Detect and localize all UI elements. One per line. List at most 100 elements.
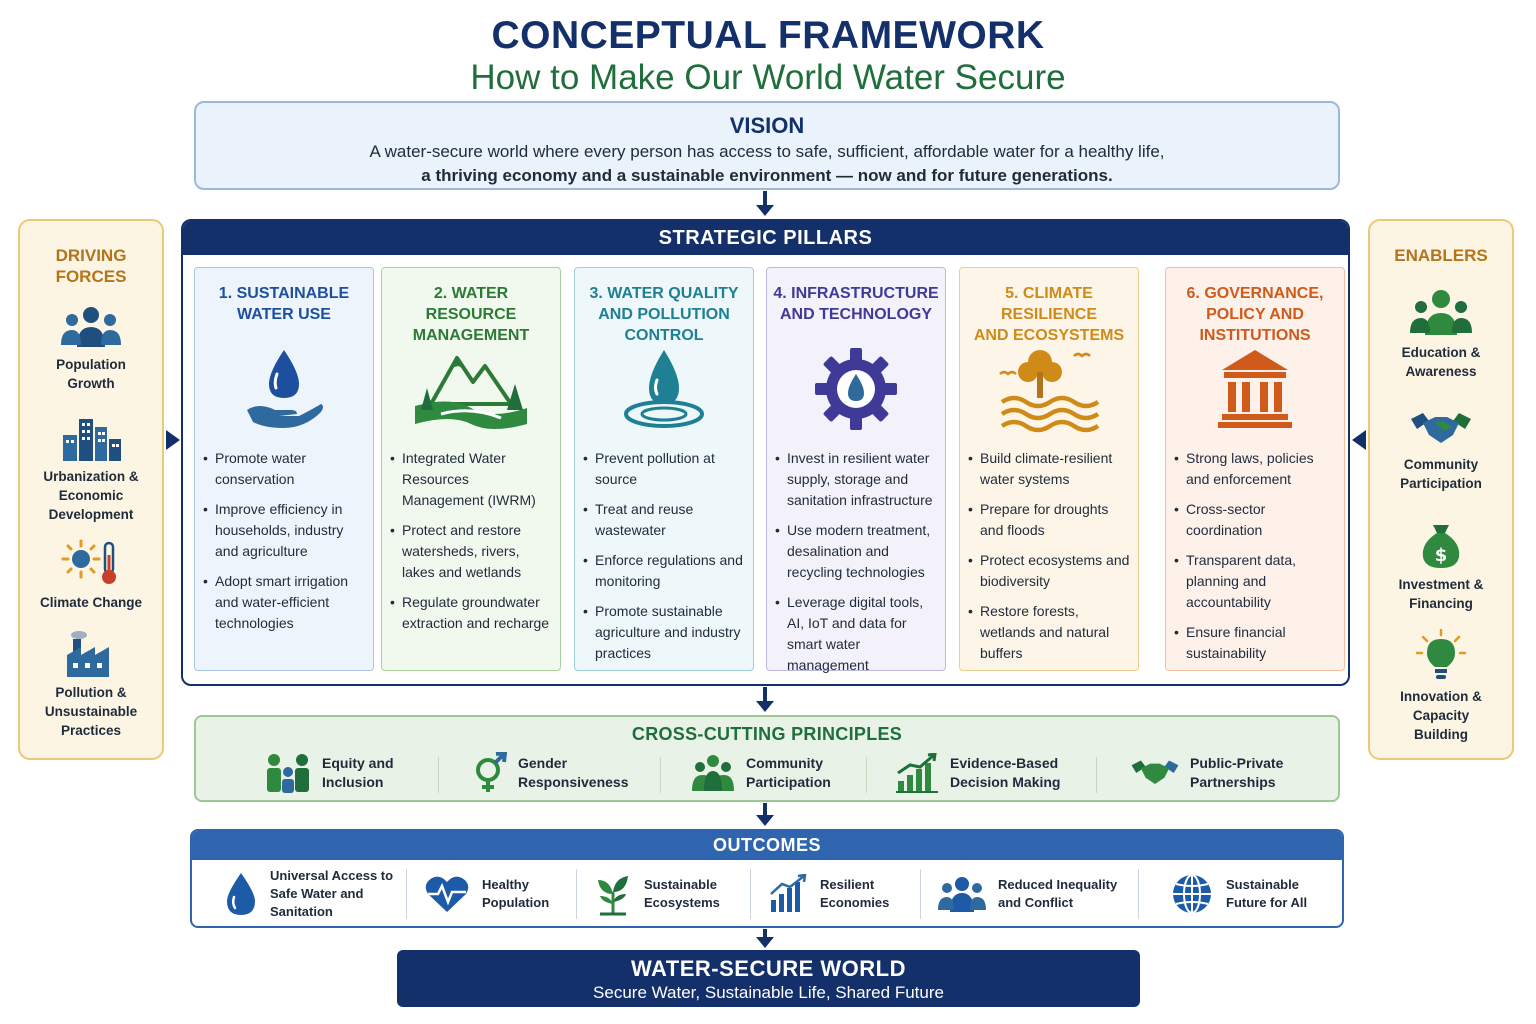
bar-chart-icon	[896, 753, 938, 793]
final-title: WATER-SECURE WORLD	[630, 956, 907, 981]
connector-line	[763, 929, 767, 939]
pillar-bullet: Adopt smart irrigation and water-efficie…	[203, 571, 367, 634]
water-ripple-icon	[624, 350, 704, 428]
principle-label-line: Public-Private	[1190, 755, 1284, 771]
principle-label-line: Responsiveness	[518, 774, 629, 790]
principle-label-line: Partnerships	[1190, 774, 1276, 790]
growth-chart-icon	[770, 874, 807, 912]
outcome-label-line: Ecosystems	[644, 895, 720, 910]
arrow-down-icon	[756, 815, 774, 826]
divider	[660, 757, 661, 793]
pillar-governance-policy: 6. GOVERNANCE, POLICY AND INSTITUTIONS Str…	[1165, 267, 1345, 671]
pillar-title-line: 1. SUSTAINABLE	[218, 285, 350, 302]
divider	[1138, 869, 1139, 919]
outcome-sustainable-future: Sustainable Future for All	[1170, 866, 1307, 922]
enabler-investment: $ Investment & Financing	[1370, 521, 1512, 613]
pillar-title-line: 2. WATER RESOURCE	[425, 285, 517, 323]
enabler-label: Capacity	[1412, 708, 1470, 723]
driving-force-label: Population	[56, 357, 126, 372]
outcome-label-line: Sanitation	[270, 904, 333, 919]
vision-text-line2: a thriving economy and a sustainable env…	[421, 166, 1113, 185]
principle-label-line: Community	[746, 755, 823, 771]
pillar-bullet: Protect and restore watersheds, rivers, …	[390, 520, 554, 583]
enabler-label: Financing	[1409, 596, 1473, 611]
pillar-bullet: Invest in resilient water supply, storag…	[775, 448, 939, 511]
pillar-bullet: Improve efficiency in households, indust…	[203, 499, 367, 562]
city-icon	[63, 419, 121, 461]
outcome-resilient-economies: Resilient Economies	[768, 866, 889, 922]
arrow-left-icon	[1352, 430, 1366, 450]
outcome-label: Reduced Inequality and Conflict	[986, 876, 1117, 912]
pillar-bullet: Prevent pollution at source	[583, 448, 747, 490]
pillar-bullet: Treat and reuse wastewater	[583, 499, 747, 541]
divider	[576, 869, 577, 919]
outcome-label-line: Sustainable	[1226, 877, 1299, 892]
enablers-panel: ENABLERS Education & Awareness Community…	[1368, 219, 1514, 760]
strategic-pillars-heading: STRATEGIC PILLARS	[183, 221, 1348, 255]
arrow-right-icon	[166, 430, 180, 450]
pillar-bullet: Regulate groundwater extraction and rech…	[390, 592, 554, 634]
family-icon	[267, 754, 309, 793]
outcome-label: Sustainable Ecosystems	[632, 876, 720, 912]
divider	[866, 757, 867, 793]
outcome-label-line: Safe Water and	[270, 886, 364, 901]
driving-forces-heading: DRIVING FORCES	[20, 245, 162, 287]
principle-label: Public-Private Partnerships	[1180, 754, 1283, 792]
money-bag-icon: $	[1422, 525, 1460, 568]
principle-community: Community Participation	[690, 752, 831, 794]
pillar-title-line: AND ECOSYSTEMS	[973, 327, 1125, 344]
pillar-bullet: Strong laws, policies and enforcement	[1174, 448, 1338, 490]
pillar-bullet: Integrated Water Resources Management (I…	[390, 448, 554, 511]
principle-evidence: Evidence-Based Decision Making	[894, 752, 1060, 794]
enabler-label: Investment &	[1398, 577, 1484, 592]
driving-force-urbanization: Urbanization & Economic Development	[20, 413, 162, 524]
principle-label-line: Participation	[746, 774, 831, 790]
vision-text-line1: A water-secure world where every person …	[369, 142, 1165, 161]
pillar-bullet: Transparent data, planning and accountab…	[1174, 550, 1338, 613]
driving-force-label: Pollution &	[55, 685, 127, 700]
enabler-label: Community	[1403, 457, 1479, 472]
divider	[406, 869, 407, 919]
arrow-down-icon	[756, 701, 774, 712]
outcome-label-line: Healthy	[482, 877, 529, 892]
pillar-bullet: Enforce regulations and monitoring	[583, 550, 747, 592]
driving-force-label: Practices	[60, 723, 122, 738]
divider	[750, 869, 751, 919]
heart-pulse-icon	[425, 876, 469, 912]
principle-label-line: Decision Making	[950, 774, 1061, 790]
factory-icon	[67, 631, 109, 677]
principle-equity: Equity and Inclusion	[264, 752, 394, 794]
arrow-down-icon	[756, 205, 774, 216]
group-icon	[1410, 290, 1472, 335]
community-icon	[692, 755, 734, 791]
water-secure-world-box: WATER-SECURE WORLD Secure Water, Sustain…	[397, 950, 1140, 1007]
driving-force-label: Unsustainable	[44, 704, 138, 719]
driving-force-population: Population Growth	[20, 305, 162, 393]
outcome-label: Universal Access to Safe Water and Sanit…	[258, 867, 393, 921]
cross-cutting-panel: CROSS-CUTTING PRINCIPLES Equity and Incl…	[194, 715, 1340, 802]
enabler-education: Education & Awareness	[1370, 289, 1512, 381]
arrow-down-icon	[756, 937, 774, 948]
driving-force-pollution: Pollution & Unsustainable Practices	[20, 629, 162, 740]
outcome-label-line: Economies	[820, 895, 890, 910]
pillar-title-line: POLICY AND	[1206, 306, 1304, 323]
outcome-label: Resilient Economies	[808, 876, 889, 912]
pillar-title-line: 5. CLIMATE RESILIENCE	[1000, 285, 1097, 323]
principle-label-line: Inclusion	[322, 774, 384, 790]
pillar-bullet: Promote water conservation	[203, 448, 367, 490]
outcome-label-line: Future for All	[1226, 895, 1308, 910]
outcome-label: Healthy Population	[470, 876, 549, 912]
gender-icon	[476, 752, 508, 792]
principle-label-line: Evidence-Based	[950, 755, 1059, 771]
pillar-title-line: 6. GOVERNANCE,	[1186, 285, 1324, 302]
divider	[1096, 757, 1097, 793]
people-icon	[61, 307, 121, 347]
vision-box: VISION A water-secure world where every …	[194, 101, 1340, 190]
pillar-title-line: INSTITUTIONS	[1199, 327, 1311, 344]
principle-partnerships: Public-Private Partnerships	[1130, 752, 1283, 794]
hand-water-drop-icon	[247, 350, 323, 428]
